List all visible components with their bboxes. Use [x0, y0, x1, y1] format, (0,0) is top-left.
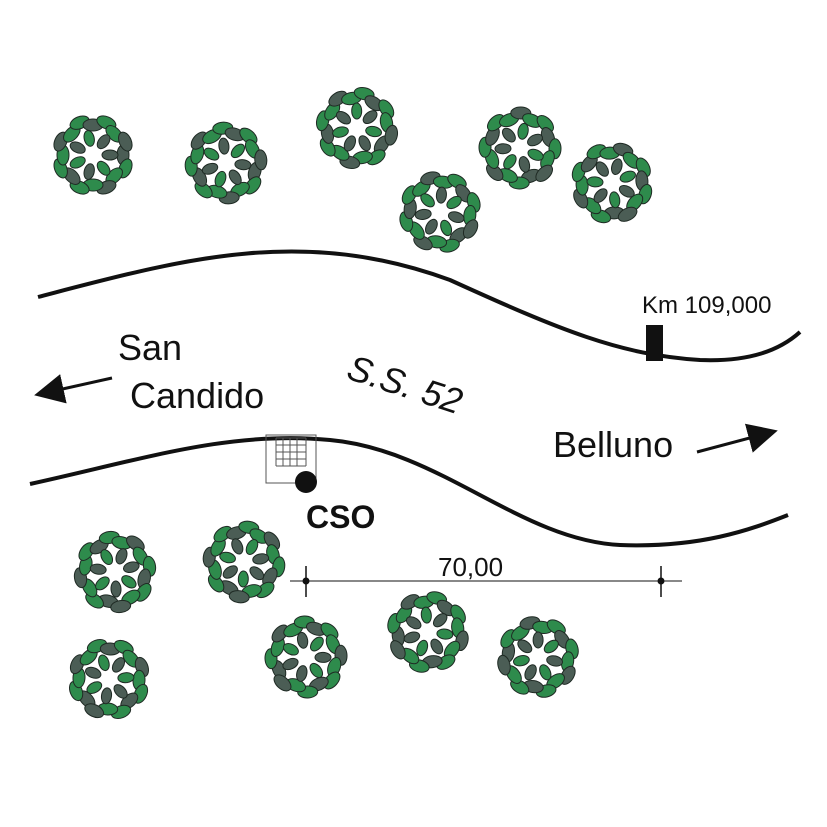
tree-icon [73, 530, 157, 614]
east-destination-label: Belluno [553, 424, 673, 465]
arrow-left-icon [34, 374, 113, 404]
tree-icon [184, 121, 268, 205]
tree-icon [387, 591, 469, 673]
tree-icon [53, 115, 133, 195]
road-edge-north [37, 249, 802, 363]
tree-icon [315, 86, 399, 170]
west-destination-line2: Candido [130, 375, 264, 416]
distance-dimension [290, 566, 682, 597]
station-label: CSO [306, 499, 375, 535]
tree-icon [69, 639, 149, 719]
km-marker-label: Km 109,000 [642, 292, 771, 319]
road-name-label: S.S. 52 [343, 347, 468, 422]
arrow-right-icon [696, 423, 778, 454]
tree-icon [264, 615, 348, 699]
tree-icon [571, 142, 653, 224]
tree-icon [478, 106, 562, 190]
road-edge-south [29, 436, 789, 548]
distance-label: 70,00 [438, 552, 503, 582]
west-destination-line1: San [118, 327, 182, 368]
station-dot-icon [295, 471, 317, 493]
tree-icon [202, 520, 286, 604]
km-post-icon [646, 325, 663, 361]
grid-plot-icon [265, 434, 317, 484]
trees [53, 86, 653, 719]
tree-icon [399, 171, 481, 253]
tree-icon [497, 616, 579, 698]
